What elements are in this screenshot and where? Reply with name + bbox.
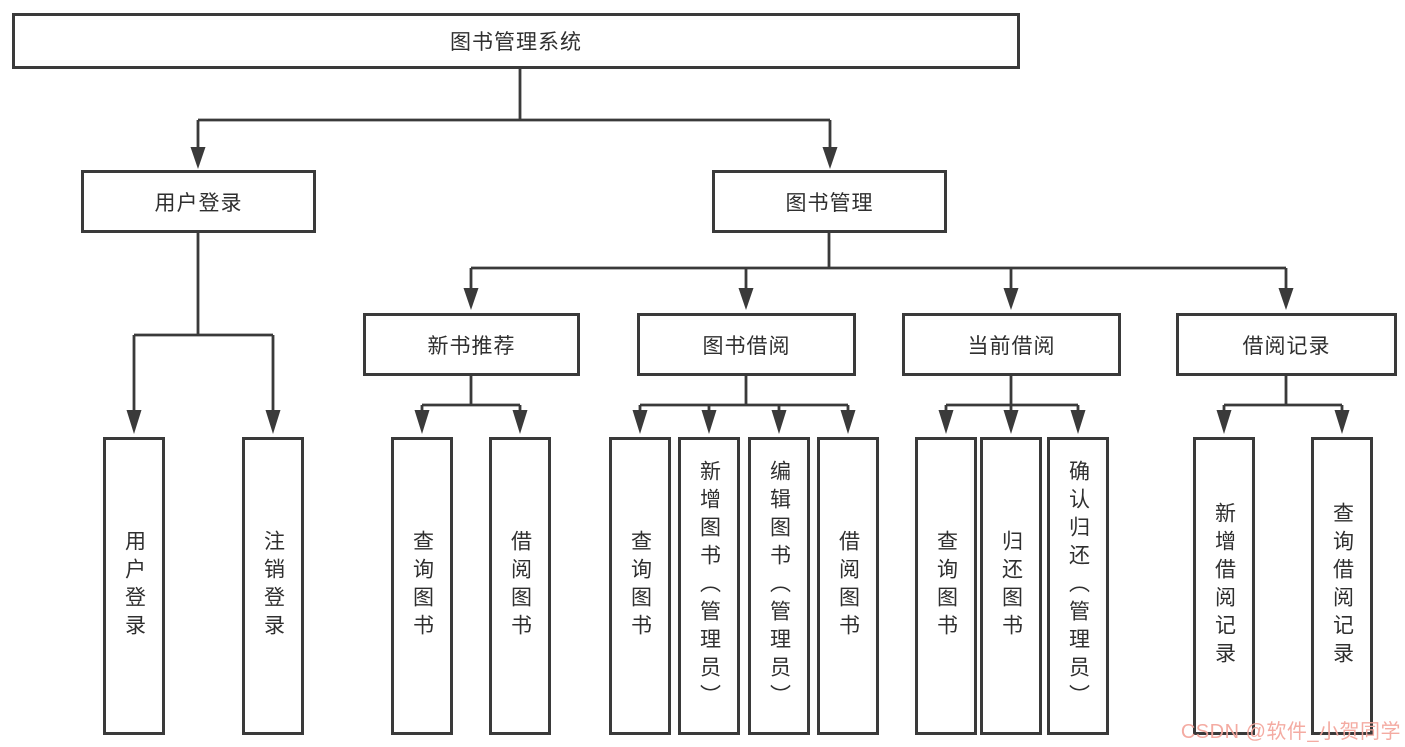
node-book-management: 图书管理 (712, 170, 947, 233)
node-root-label: 图书管理系统 (450, 31, 582, 54)
arrowheads-level3 (463, 288, 1294, 310)
leaf-confirm-return-admin: 确认归还（管理员） (1047, 437, 1109, 735)
leaf-recommend-borrow-book-label: 借阅图书 (508, 530, 532, 642)
leaf-user-login: 用户登录 (103, 437, 165, 735)
connector-root-to-level2 (196, 69, 832, 150)
leaf-query-borrow-record: 查询借阅记录 (1311, 437, 1373, 735)
node-book-borrow: 图书借阅 (637, 313, 856, 376)
arrowheads-userlogin-children (126, 410, 281, 434)
leaf-confirm-return-admin-label: 确认归还（管理员） (1066, 460, 1090, 712)
leaf-add-borrow-record: 新增借阅记录 (1193, 437, 1255, 735)
leaf-borrow-query-book-label: 查询图书 (628, 530, 652, 642)
leaf-recommend-query-book: 查询图书 (391, 437, 453, 735)
connector-borrowrecord-children (1222, 376, 1344, 412)
leaf-return-book-label: 归还图书 (999, 530, 1023, 642)
leaf-user-login-label: 用户登录 (122, 530, 146, 642)
leaf-edit-book-admin: 编辑图书（管理员） (748, 437, 810, 735)
leaf-add-borrow-record-label: 新增借阅记录 (1212, 502, 1236, 670)
connector-recommend-children (420, 376, 522, 412)
node-book-management-label: 图书管理 (785, 191, 874, 215)
node-borrow-record: 借阅记录 (1176, 313, 1397, 376)
leaf-recommend-borrow-book: 借阅图书 (489, 437, 551, 735)
connector-bookmgmt-to-level3 (469, 233, 1288, 290)
leaf-current-query-book-label: 查询图书 (934, 530, 958, 642)
node-current-borrow: 当前借阅 (902, 313, 1121, 376)
leaf-logout-label: 注销登录 (261, 530, 285, 642)
leaf-return-book: 归还图书 (980, 437, 1042, 735)
node-new-book-recommend-label: 新书推荐 (427, 334, 516, 358)
leaf-recommend-query-book-label: 查询图书 (410, 530, 434, 642)
node-book-borrow-label: 图书借阅 (702, 334, 791, 358)
leaf-add-book-admin: 新增图书（管理员） (678, 437, 740, 735)
leaf-add-book-admin-label: 新增图书（管理员） (697, 460, 721, 712)
arrowheads-level2 (190, 147, 838, 169)
node-user-login: 用户登录 (81, 170, 316, 233)
node-user-login-label: 用户登录 (154, 191, 243, 215)
node-new-book-recommend: 新书推荐 (363, 313, 580, 376)
leaf-borrow-query-book: 查询图书 (609, 437, 671, 735)
leaf-borrow-book: 借阅图书 (817, 437, 879, 735)
arrowheads-leaves (414, 410, 1350, 434)
node-root: 图书管理系统 (12, 13, 1020, 69)
connector-bookborrow-children (638, 376, 850, 412)
leaf-edit-book-admin-label: 编辑图书（管理员） (767, 460, 791, 712)
connector-userlogin-children (132, 233, 275, 412)
node-current-borrow-label: 当前借阅 (967, 334, 1056, 358)
leaf-borrow-book-label: 借阅图书 (836, 530, 860, 642)
leaf-current-query-book: 查询图书 (915, 437, 977, 735)
node-borrow-record-label: 借阅记录 (1242, 334, 1331, 358)
leaf-query-borrow-record-label: 查询借阅记录 (1330, 502, 1354, 670)
watermark: CSDN @软件_小贺同学 (1180, 721, 1401, 743)
connector-currentborrow-children (944, 376, 1080, 412)
leaf-logout: 注销登录 (242, 437, 304, 735)
